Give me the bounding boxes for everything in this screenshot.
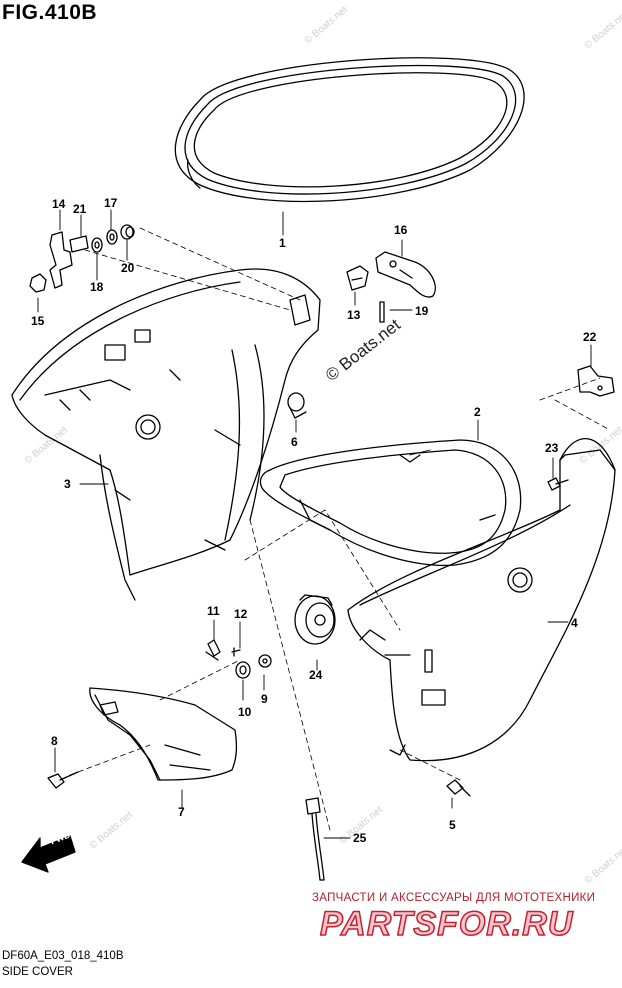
part-15-nut	[29, 273, 47, 293]
part-24-grommet	[294, 594, 336, 645]
callout-25: 25	[353, 831, 367, 845]
callout-5: 5	[449, 818, 456, 832]
callout-1: 1	[279, 236, 286, 250]
advert-tagline: ЗАПЧАСТИ И АКСЕССУАРЫ ДЛЯ МОТОТЕХНИКИ	[312, 892, 596, 904]
part-14-bracket	[49, 231, 73, 289]
callout-21: 21	[73, 202, 87, 216]
part-7-lower-cover	[89, 687, 238, 781]
callout-13: 13	[347, 308, 361, 322]
callout-22: 22	[583, 330, 597, 344]
callout-23: 23	[545, 441, 559, 455]
callout-15: 15	[31, 314, 45, 328]
part-13-fastener	[346, 265, 369, 291]
part-19-pin	[379, 301, 385, 323]
callout-11: 11	[207, 604, 220, 618]
part-1-seal	[174, 57, 525, 203]
part-17-washer	[106, 229, 118, 245]
callout-16: 16	[394, 223, 408, 237]
callout-24: 24	[309, 668, 323, 682]
part-20-grommet	[120, 224, 135, 240]
callout-14: 14	[52, 197, 66, 211]
part-2-gasket	[259, 439, 522, 567]
callout-9: 9	[261, 692, 268, 706]
diagram-title: SIDE COVER	[2, 966, 73, 978]
leader-lines	[37, 209, 592, 839]
callout-17: 17	[104, 196, 118, 210]
callout-7: 7	[178, 805, 185, 819]
callout-4: 4	[571, 616, 578, 630]
callout-2: 2	[474, 405, 481, 419]
part-16-clip	[375, 251, 436, 298]
callout-8: 8	[51, 734, 58, 748]
part-21-collar	[69, 235, 89, 253]
part-10-grommet	[235, 661, 251, 679]
part-12-screw	[231, 647, 241, 657]
callout-10: 10	[238, 705, 252, 719]
assembly-lines	[69, 227, 611, 831]
figure-title: FIG.410B	[2, 1, 98, 24]
callout-18: 18	[90, 280, 104, 294]
callout-20: 20	[121, 261, 135, 275]
part-25-cable-tie	[305, 797, 325, 881]
part-3-left-cover	[11, 268, 321, 601]
callout-3: 3	[64, 477, 71, 491]
part-5-bolt	[446, 779, 471, 797]
part-4-right-cover	[347, 437, 616, 762]
part-9-collar	[258, 654, 272, 668]
fwd-arrow-icon	[21, 835, 76, 873]
part-23-bolt	[547, 477, 569, 491]
part-8-bolt	[47, 771, 79, 789]
part-22-bracket	[577, 365, 615, 397]
advert-brand-logo[interactable]: PARTSFOR.RU	[319, 904, 574, 944]
callout-19: 19	[415, 304, 429, 318]
part-11-clip	[205, 639, 221, 661]
part-18-washer	[91, 237, 103, 253]
callout-6: 6	[291, 435, 298, 449]
callout-12: 12	[234, 607, 248, 621]
diagram-code: DF60A_E03_018_410B	[2, 950, 124, 962]
part-6-spacer	[287, 392, 307, 419]
